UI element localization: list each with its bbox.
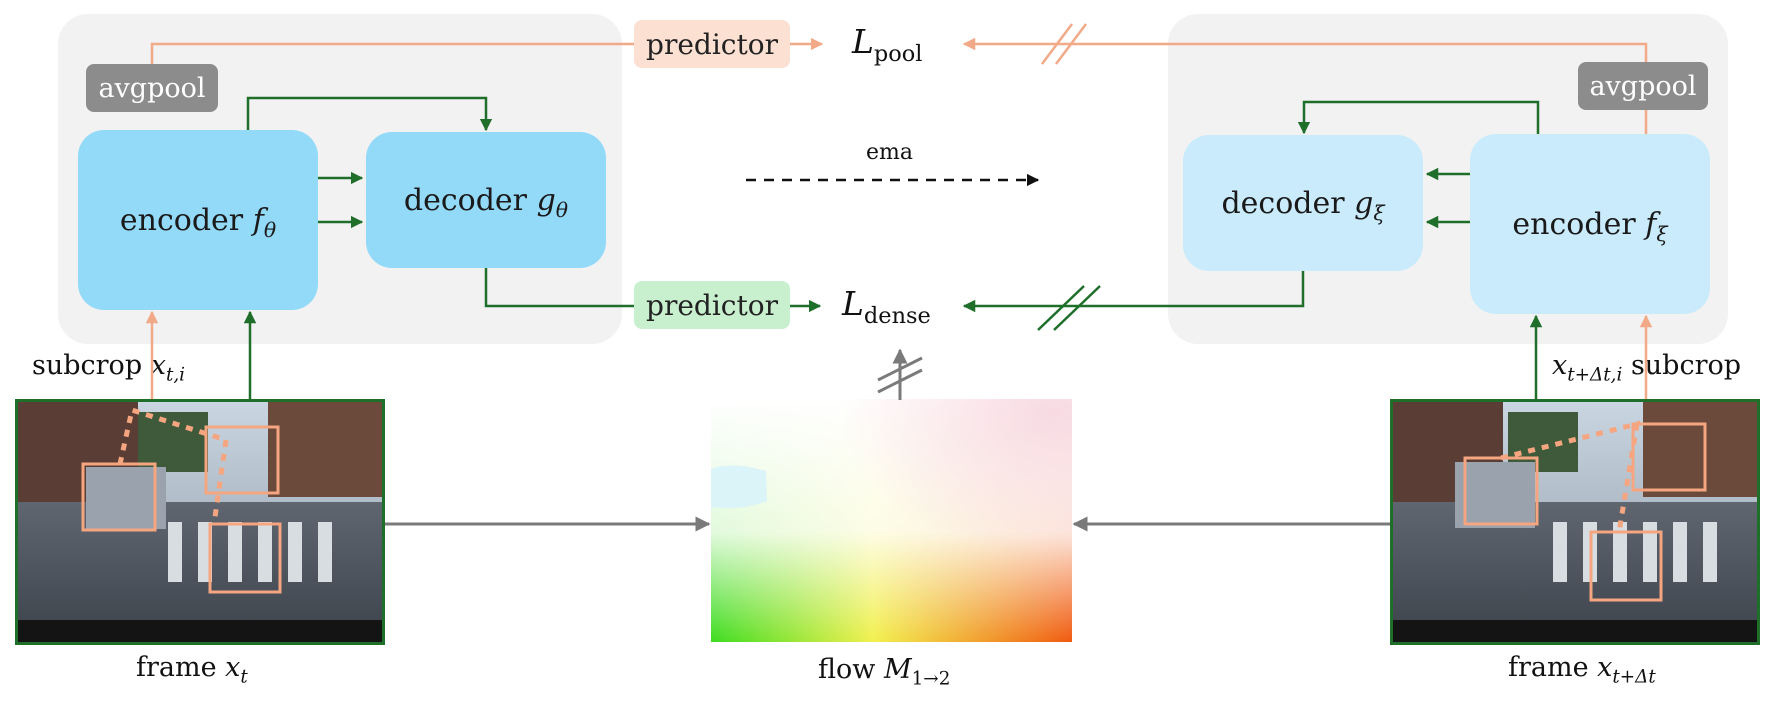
street-photo-right [1393,402,1757,642]
target-avgpool-label: avgpool [1589,70,1697,102]
stop-gradient-dense [1037,285,1101,331]
left-subcrop-label: subcrop xt,i [32,350,186,386]
pool-path-target [962,23,1653,399]
target-avgpool-box: avgpool [1578,62,1708,110]
right-frame-image [1390,399,1760,645]
target-decoder-box: decoder gξ [1183,135,1423,271]
right-frame-label: frame xt+Δt [1508,652,1656,688]
stop-gradient-icon [877,356,923,394]
flow-label: flow M1→2 [818,654,951,690]
left-frame-image [15,399,385,645]
optical-flow-map [711,399,1072,642]
online-encoder-box: encoder fθ [78,130,318,310]
online-avgpool-box: avgpool [86,64,218,112]
online-decoder-box: decoder gθ [366,132,606,268]
flow-arrows [385,348,1390,532]
right-subcrop-label: xt+Δt,i subcrop [1552,350,1742,386]
dense-predictor-box: predictor [634,281,790,329]
dense-loss-label: Ldense [842,284,931,329]
left-frame-label: frame xt [136,652,248,688]
dense-predictor-label: predictor [646,288,778,322]
pool-loss-label: Lpool [852,22,923,67]
dense-path-online [243,96,822,399]
pool-path-online [145,37,824,399]
street-photo-left [18,402,382,642]
dense-path-target [962,100,1543,399]
stop-gradient-pool [1041,23,1087,65]
online-decoder-label: decoder gθ [403,182,569,222]
online-encoder-label: encoder fθ [119,202,277,242]
target-encoder-label: encoder fξ [1512,206,1668,246]
flow-map-image [711,399,1072,642]
target-decoder-label: decoder gξ [1221,185,1385,225]
target-encoder-box: encoder fξ [1470,134,1710,314]
pool-predictor-box: predictor [634,20,790,68]
pool-predictor-label: predictor [646,27,778,61]
ema-label: ema [866,140,913,165]
online-avgpool-label: avgpool [98,72,206,104]
